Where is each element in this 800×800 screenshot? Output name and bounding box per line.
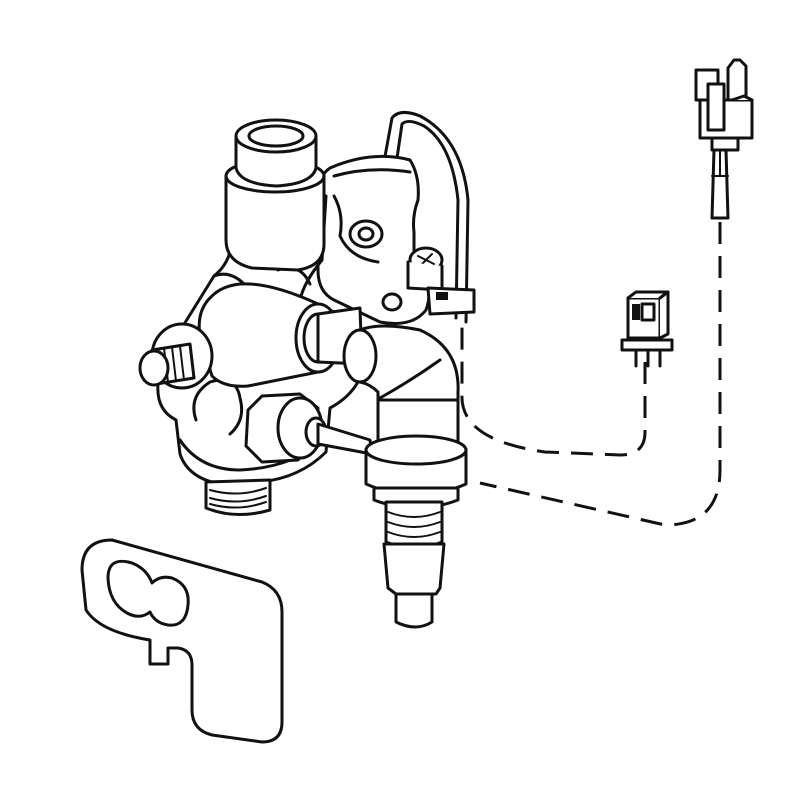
wire-bracket <box>382 111 470 324</box>
valve-body-upper <box>316 154 431 325</box>
elbow-sensor <box>342 324 460 448</box>
dashed-wire-lines <box>460 222 722 527</box>
bracket-screw <box>406 246 476 316</box>
gear-spindle <box>138 322 214 390</box>
connector-large <box>694 58 754 220</box>
outlet-thread <box>204 478 272 517</box>
mounting-plate <box>80 538 284 744</box>
connector-small <box>620 290 674 368</box>
probe <box>364 434 468 629</box>
hex-nut <box>244 392 374 464</box>
valve-boss <box>197 282 364 388</box>
inlet-pipe <box>224 118 326 272</box>
